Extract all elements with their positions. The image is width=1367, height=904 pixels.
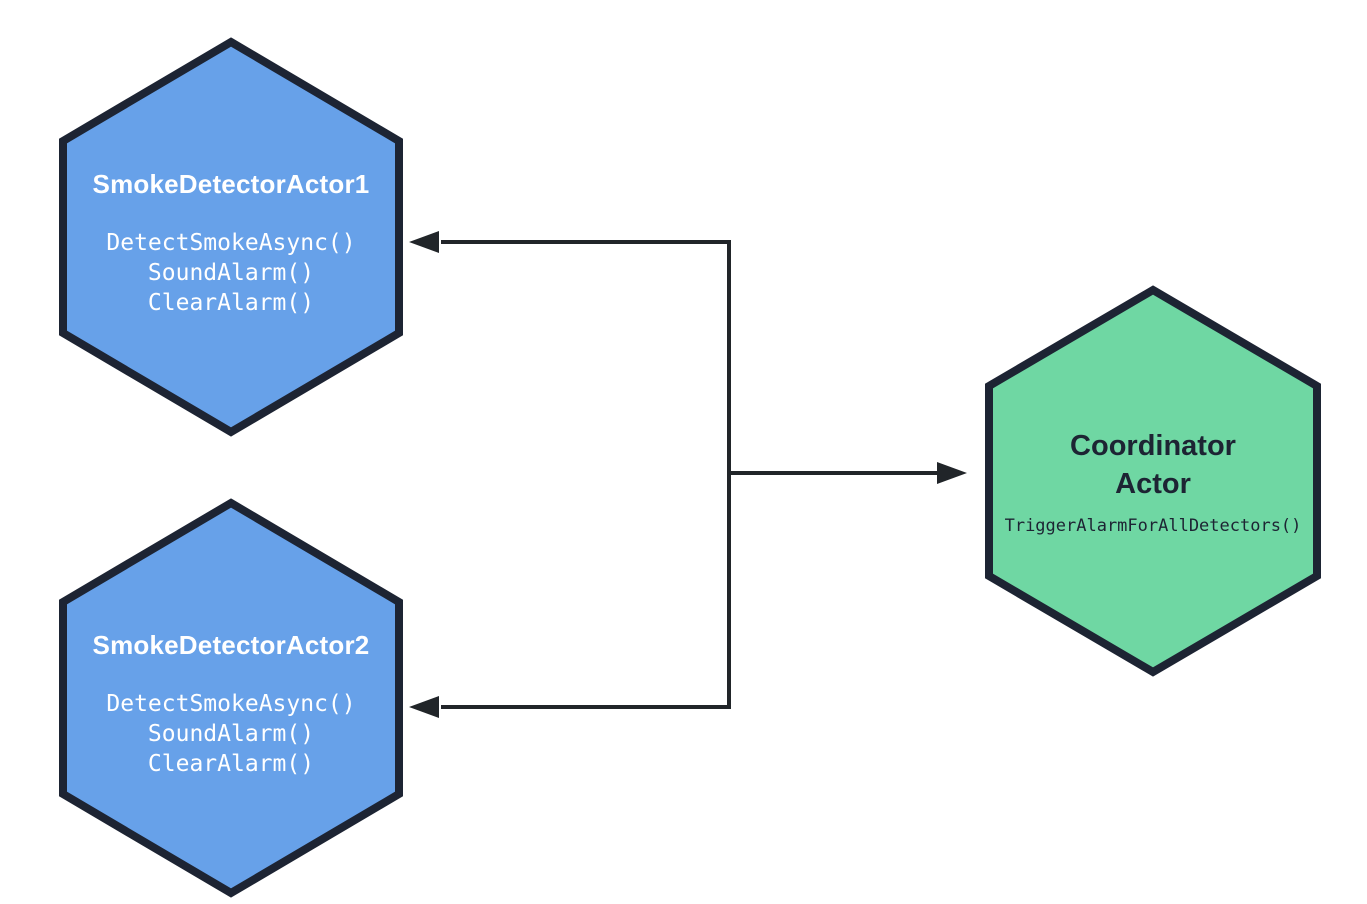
arrowhead-to-detector1-icon (409, 231, 439, 253)
detector2-hexagon (59, 498, 403, 898)
connector-line-detectors (441, 240, 731, 709)
arrowhead-to-detector2-icon (409, 696, 439, 718)
coordinator-hexagon (985, 285, 1321, 677)
detector1-hexagon (59, 37, 403, 437)
arrowhead-to-coordinator-icon (937, 462, 967, 484)
